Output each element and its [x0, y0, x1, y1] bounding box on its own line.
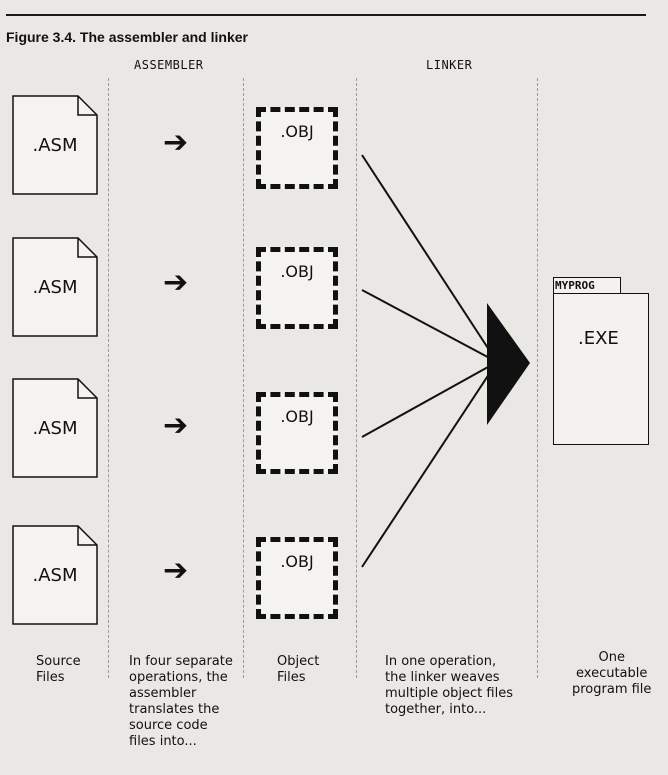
object-file-2: .OBJ	[256, 247, 338, 329]
source-file-label: .ASM	[32, 418, 78, 439]
caption-program-file: One executable program file	[572, 650, 652, 697]
caption-assembler: In four separate operations, the assembl…	[129, 654, 233, 749]
source-file-3: .ASM	[12, 378, 98, 478]
assembler-arrow-icon: ➔	[163, 125, 189, 160]
assembler-arrow-icon: ➔	[163, 265, 189, 300]
document-icon	[12, 95, 98, 195]
object-file-label: .OBJ	[280, 122, 314, 141]
object-file-1: .OBJ	[256, 107, 338, 189]
linker-header: LINKER	[426, 58, 473, 72]
assembler-arrow-icon: ➔	[163, 408, 189, 443]
linker-line-3	[361, 361, 498, 438]
linker-triangle-icon	[487, 303, 530, 425]
source-file-label: .ASM	[32, 135, 78, 156]
divider-4	[537, 78, 538, 678]
caption-source-files: Source Files	[36, 654, 81, 685]
object-file-label: .OBJ	[280, 407, 314, 426]
exe-file	[553, 293, 649, 445]
divider-1	[108, 78, 109, 678]
top-rule	[6, 14, 646, 16]
linker-line-1	[361, 154, 498, 363]
document-icon	[12, 525, 98, 625]
object-file-4: .OBJ	[256, 537, 338, 619]
source-file-label: .ASM	[32, 565, 78, 586]
source-file-label: .ASM	[32, 277, 78, 298]
divider-3	[356, 78, 357, 678]
figure-title: Figure 3.4. The assembler and linker	[6, 29, 248, 45]
linker-line-2	[361, 289, 498, 363]
object-file-label: .OBJ	[280, 262, 314, 281]
source-file-4: .ASM	[12, 525, 98, 625]
object-file-label: .OBJ	[280, 552, 314, 571]
exe-tab-label: MYPROG	[555, 279, 595, 292]
source-file-1: .ASM	[12, 95, 98, 195]
exe-folder-tab	[553, 277, 621, 294]
divider-2	[243, 78, 244, 678]
object-file-3: .OBJ	[256, 392, 338, 474]
caption-object-files: Object Files	[277, 654, 320, 685]
assembler-arrow-icon: ➔	[163, 553, 189, 588]
linker-line-4	[361, 361, 498, 568]
caption-linker: In one operation, the linker weaves mult…	[385, 654, 513, 717]
document-icon	[12, 237, 98, 337]
source-file-2: .ASM	[12, 237, 98, 337]
assembler-header: ASSEMBLER	[134, 58, 204, 72]
exe-label: .EXE	[578, 328, 619, 349]
document-icon	[12, 378, 98, 478]
